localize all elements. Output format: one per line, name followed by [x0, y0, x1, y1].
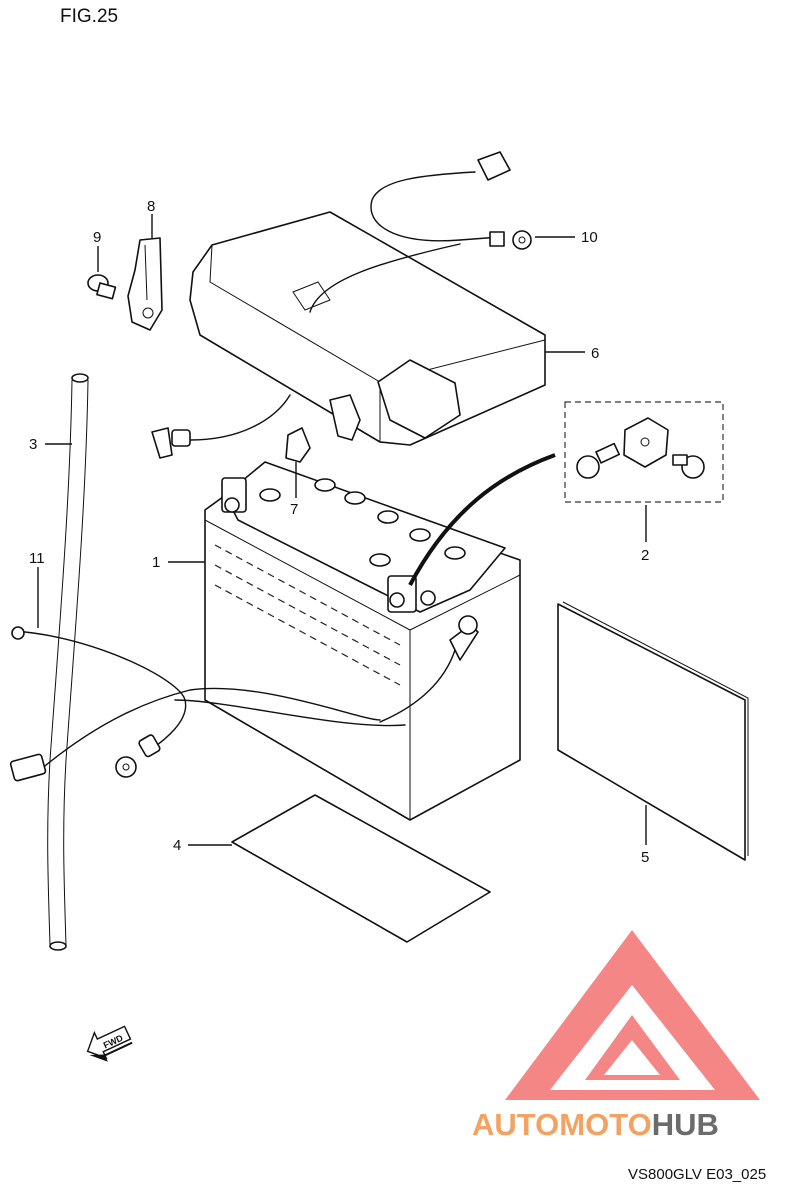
battery-cables-part-11: [9, 615, 479, 782]
battery-part-1: [204, 461, 521, 821]
watermark-text: AUTOMOTOHUB: [472, 1107, 719, 1142]
callout-4: 4: [173, 837, 181, 854]
battery-cover-part-6: [189, 211, 546, 446]
callout-2: 2: [641, 547, 649, 564]
callout-9: 9: [93, 229, 101, 246]
terminal-bolts-part-2: [564, 401, 724, 503]
callout-1: 1: [152, 554, 160, 571]
battery-pad-part-4: [231, 794, 491, 943]
vent-line: [408, 453, 556, 586]
battery-wire-part-10: [309, 151, 532, 313]
leader-lines: [37, 214, 647, 846]
figure-code: VS800GLV E03_025: [628, 1166, 766, 1183]
callout-11: 11: [29, 550, 45, 567]
callout-7: 7: [290, 501, 298, 518]
callout-6: 6: [591, 345, 599, 362]
spacer-sheet-part-5: [557, 601, 749, 861]
fwd-arrow-icon: FWD: [86, 1025, 133, 1062]
callout-3: 3: [29, 436, 37, 453]
watermark-part2: HUB: [652, 1107, 719, 1142]
breather-hose-part-3: [47, 373, 89, 951]
callout-10: 10: [581, 229, 598, 246]
cover-strap-wire: [151, 394, 361, 459]
callout-5: 5: [641, 849, 649, 866]
bracket-part-8: [127, 237, 163, 331]
clip-part-7: [285, 427, 311, 463]
bolt-part-9: [87, 274, 117, 300]
callout-8: 8: [147, 198, 155, 215]
watermark-logo: [505, 930, 760, 1100]
figure-title: FIG.25: [60, 6, 118, 27]
watermark-part1: AUTOMOTO: [472, 1107, 652, 1142]
